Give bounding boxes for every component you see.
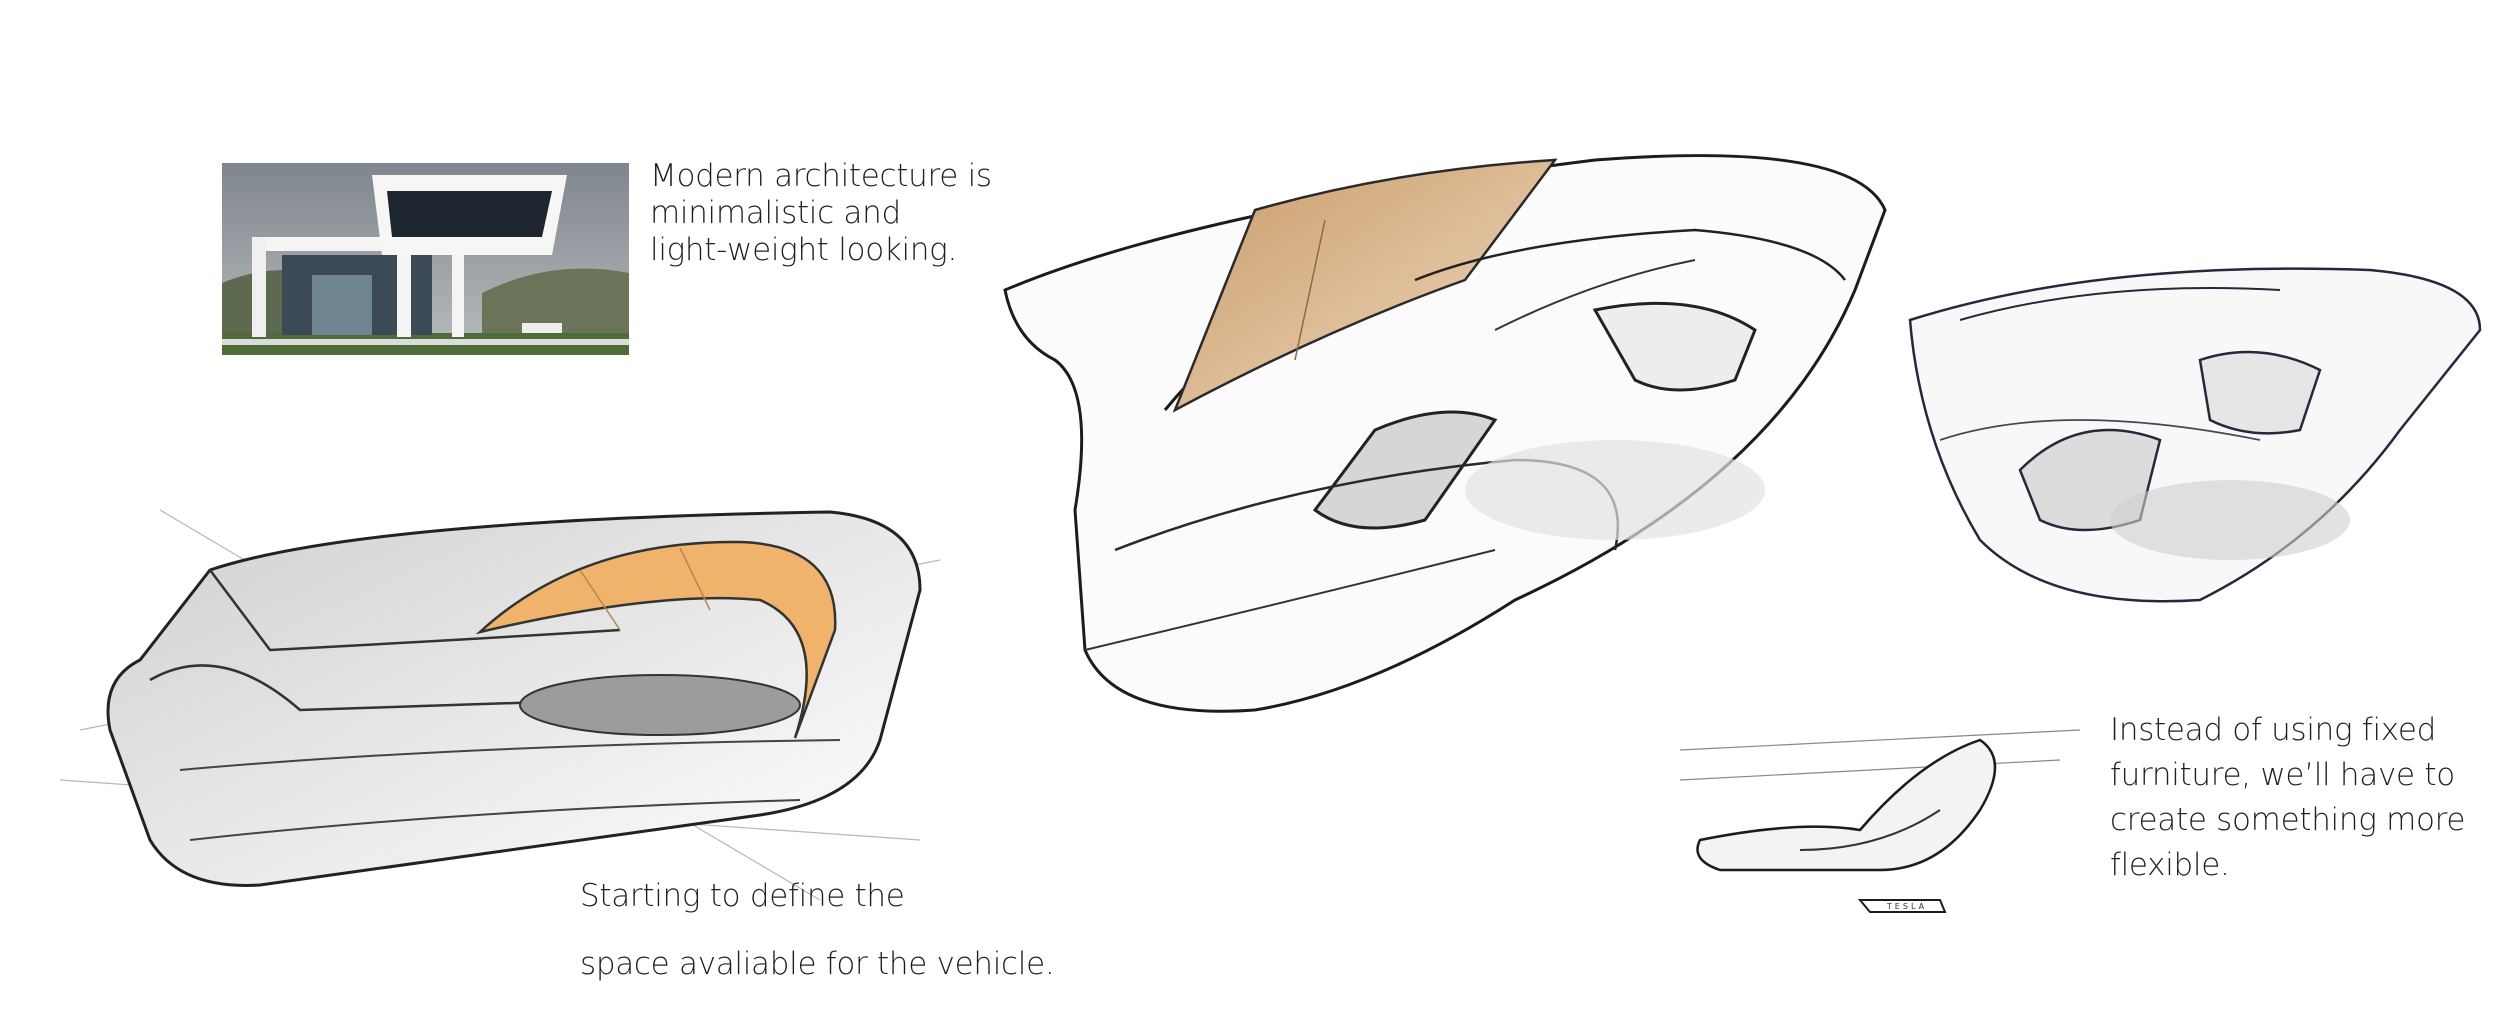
- tesla-badge: TESLA: [1886, 902, 1927, 911]
- architecture-caption: Modern architecture is minimalistic and …: [650, 158, 992, 269]
- furniture-caption-line: flexible.: [2110, 847, 2230, 883]
- space-caption: Starting to define the space avaliable f…: [580, 862, 1055, 998]
- architecture-caption-line: minimalistic and: [650, 195, 901, 231]
- furniture-caption: Instead of using fixed furniture, we’ll …: [2110, 708, 2465, 888]
- architecture-caption-line: light-weight looking.: [650, 232, 958, 268]
- interior-sketch: [1003, 154, 1887, 713]
- space-caption-line: space avaliable for the vehicle.: [580, 946, 1055, 982]
- interior-small-sketch: [1908, 267, 2482, 603]
- furniture-caption-line: Instead of using fixed: [2110, 712, 2437, 748]
- seat-sketch: TESLA: [1680, 729, 2080, 913]
- architecture-photo: [222, 163, 629, 355]
- space-caption-line: Starting to define the: [580, 878, 905, 914]
- furniture-caption-line: furniture, we’ll have to: [2110, 757, 2455, 793]
- architecture-caption-line: Modern architecture is: [650, 158, 992, 194]
- furniture-caption-line: create something more: [2110, 802, 2466, 838]
- space-sketch: [60, 509, 941, 901]
